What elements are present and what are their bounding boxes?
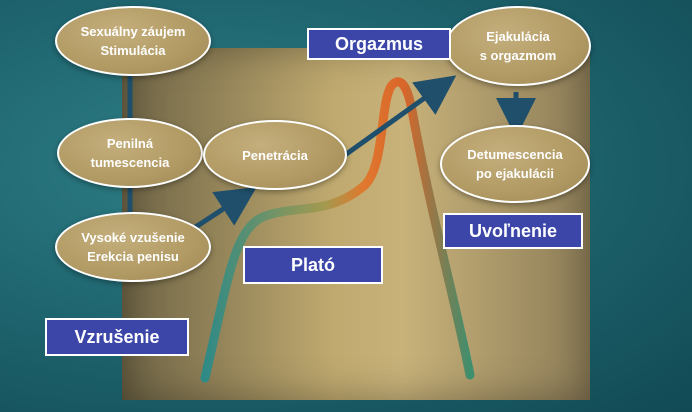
phase-label-orgasm: Orgazmus: [307, 28, 451, 60]
ellipse-penetration: Penetrácia: [203, 120, 347, 190]
arrow-penetration-to-orgasm: [345, 87, 440, 155]
phase-label-resolution: Uvoľnenie: [443, 213, 583, 249]
ellipse-ejaculation: Ejakulácia s orgazmom: [445, 6, 591, 86]
ellipse-detumescence: Detumescencia po ejakulácii: [440, 125, 590, 203]
phase-label-plateau: Plató: [243, 246, 383, 284]
ellipse-sexual-interest: Sexuálny záujem Stimulácia: [55, 6, 211, 76]
ellipse-high-arousal: Vysoké vzušenie Erekcia penisu: [55, 212, 211, 282]
ellipse-penile-tumescence: Penilná tumescencia: [57, 118, 203, 188]
phase-label-arousal: Vzrušenie: [45, 318, 189, 356]
